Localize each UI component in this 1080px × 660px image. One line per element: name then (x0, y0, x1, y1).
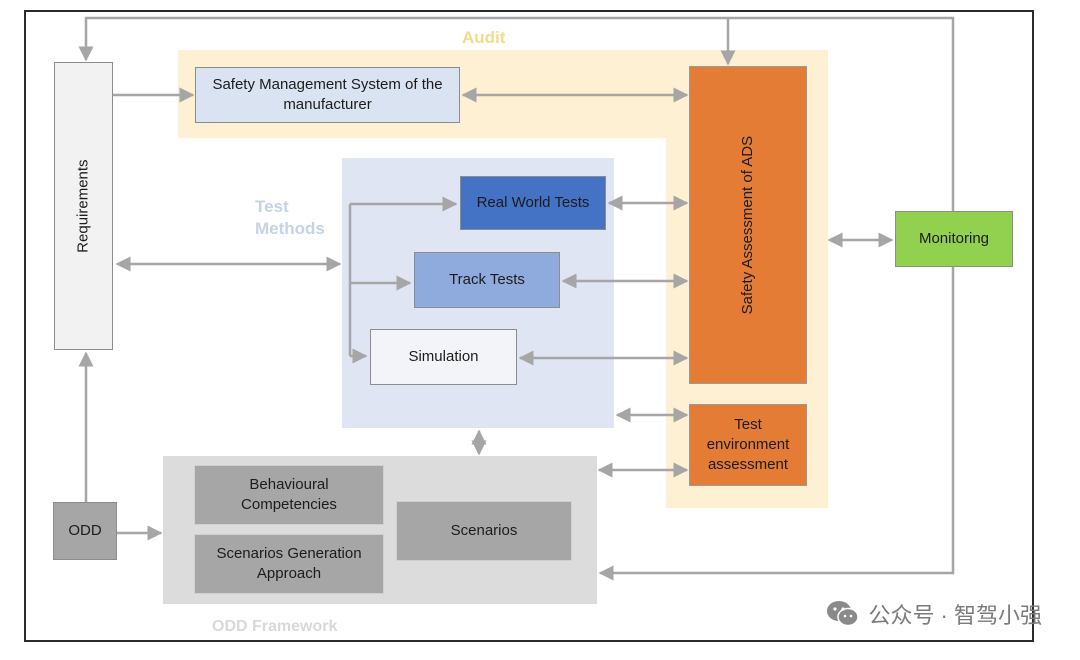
real-world-tests-box: Real World Tests (460, 176, 606, 230)
watermark-text: 公众号 · 智驾小强 (868, 603, 1042, 628)
wechat-icon (827, 601, 860, 627)
safety-management-system-box: Safety Management System of the manufact… (195, 67, 460, 123)
behavioural-competencies-box: Behavioural Competencies (194, 465, 384, 525)
test-methods-label: Test Methods (255, 196, 325, 240)
odd-framework-label: ODD Framework (212, 618, 338, 635)
requirements-label: Requirements (74, 159, 92, 253)
track-tests-box: Track Tests (414, 252, 560, 308)
odd-box: ODD (53, 502, 117, 560)
safety-assessment-ads-label: Safety Assessment of ADS (738, 135, 756, 315)
test-environment-assessment-box: Test environment assessment (689, 404, 807, 486)
audit-label: Audit (462, 28, 506, 47)
test-methods-label-line2: Methods (255, 219, 325, 239)
test-methods-label-line1: Test (255, 197, 289, 216)
safety-assessment-ads-box: Safety Assessment of ADS (689, 66, 807, 384)
monitoring-box: Monitoring (895, 211, 1013, 267)
watermark: 公众号 · 智驾小强 (826, 598, 1042, 630)
scenarios-box: Scenarios (396, 501, 572, 561)
requirements-box: Requirements (54, 62, 113, 350)
scenarios-generation-approach-box: Scenarios Generation Approach (194, 534, 384, 594)
simulation-box: Simulation (370, 329, 517, 385)
